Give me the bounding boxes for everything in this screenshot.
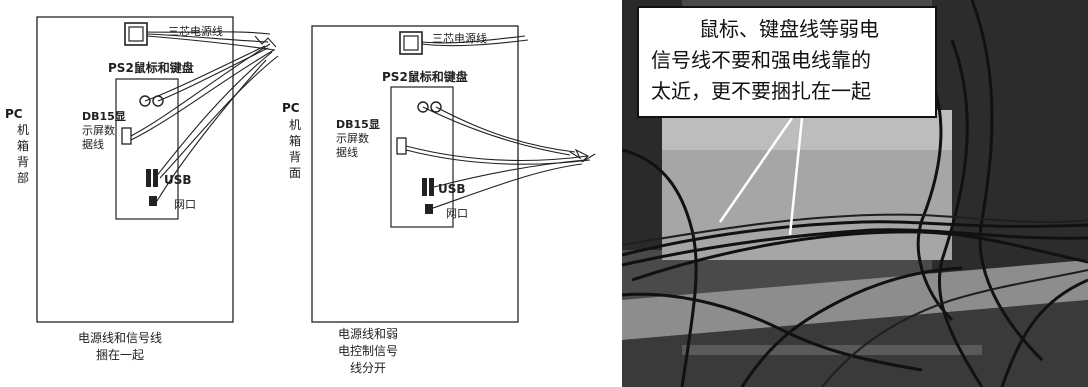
- db15-label: DB15显: [82, 110, 126, 123]
- db15-port: [396, 137, 407, 155]
- power-socket: [124, 22, 148, 46]
- callout-text-line: 太近，更不要捆扎在一起: [651, 79, 871, 103]
- network-port: [149, 196, 157, 206]
- diagram-caption-line: 电控制信号: [337, 344, 398, 358]
- side-label-char: 面: [288, 166, 301, 180]
- usb-port: [422, 178, 427, 196]
- network-label: 网口: [446, 207, 468, 220]
- bundled-cables: [130, 31, 279, 202]
- network-label: 网口: [174, 198, 196, 211]
- side-label-char: 部: [16, 171, 29, 185]
- side-label-char: 箱: [16, 139, 29, 153]
- side-label-char: 箱: [288, 134, 301, 148]
- power-cable-label: 三芯电源线: [432, 32, 487, 45]
- diagram-caption-line: 电源线和信号线: [77, 331, 162, 345]
- pc-case-outline: [311, 25, 519, 323]
- network-port: [425, 204, 433, 214]
- usb-label: USB: [164, 173, 192, 187]
- diagram-caption-line: 线分开: [349, 361, 386, 375]
- diagram-caption-line: 电源线和弱: [337, 327, 398, 341]
- ps2-label: PS2鼠标和键盘: [382, 70, 468, 84]
- db15-label: 据线: [82, 138, 104, 151]
- side-label-char: 背: [288, 150, 301, 164]
- callout-pointer: [788, 117, 804, 236]
- usb-port: [146, 169, 151, 187]
- callout-box: 鼠标、键盘线等弱电 信号线不要和强电线靠的 太近，更不要捆扎在一起: [637, 6, 937, 118]
- side-label-char: 机: [16, 123, 29, 137]
- ps2-port: [417, 101, 429, 113]
- callout-text-line: 鼠标、键盘线等弱电: [699, 17, 879, 41]
- signal-cables: [405, 106, 596, 209]
- db15-label: 示屏数: [82, 124, 115, 137]
- side-label-char: 背: [16, 155, 29, 169]
- callout-text-line: 信号线不要和强电线靠的: [651, 48, 871, 72]
- ps2-port: [430, 101, 442, 113]
- side-label-char: PC: [282, 101, 300, 115]
- ps2-port: [139, 95, 151, 107]
- usb-label: USB: [438, 182, 466, 196]
- side-label-char: PC: [5, 107, 23, 121]
- usb-port: [429, 178, 434, 196]
- diagram-left-drawing: [36, 16, 279, 323]
- db15-label: DB15显: [336, 118, 380, 131]
- power-cable-label: 三芯电源线: [168, 25, 223, 38]
- db15-label: 据线: [336, 146, 358, 159]
- diagram-caption-line: 捆在一起: [95, 348, 144, 362]
- power-socket: [399, 31, 423, 55]
- power-cable: [421, 35, 529, 47]
- pc-case-outline: [36, 16, 234, 323]
- side-label-char: 机: [288, 118, 301, 132]
- callout-pointer: [718, 117, 794, 223]
- io-panel-outline: [390, 86, 454, 228]
- db15-label: 示屏数: [336, 132, 369, 145]
- ps2-label: PS2鼠标和键盘: [108, 61, 194, 75]
- diagram-right-drawing: [311, 25, 596, 323]
